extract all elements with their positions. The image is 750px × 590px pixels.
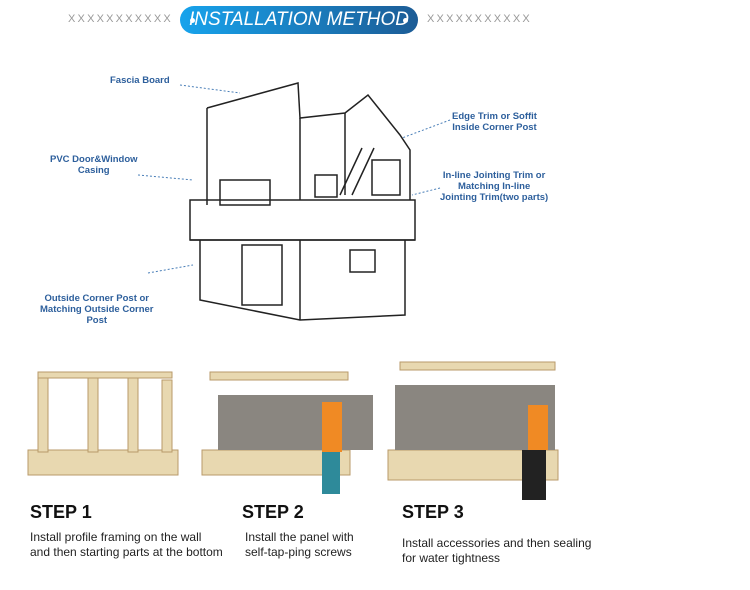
label-fascia-board: Fascia Board [110, 75, 170, 86]
left-decoration: XXXXXXXXXXX [68, 13, 173, 25]
label-inline-jointing-trim: In-line Jointing Trim or Matching In-lin… [440, 170, 549, 203]
label-edge-trim: Edge Trim or Soffit Inside Corner Post [452, 111, 537, 133]
step2-description: Install the panel with self-tap-ping scr… [245, 530, 354, 559]
step3-description: Install accessories and then sealing for… [402, 536, 592, 565]
step2-panel [201, 371, 373, 494]
right-decoration: XXXXXXXXXXX [427, 13, 532, 25]
label-outside-corner-post: Outside Corner Post or Matching Outside … [40, 293, 154, 326]
page-title: INSTALLATION METHOD [189, 9, 409, 30]
step1-title: STEP 1 [30, 502, 92, 522]
step1-description: Install profile framing on the wall and … [30, 530, 223, 559]
step1-framing [27, 371, 179, 476]
label-pvc-casing: PVC Door&Window Casing [50, 154, 138, 176]
step2-title: STEP 2 [242, 502, 304, 522]
title-banner: INSTALLATION METHOD [180, 6, 418, 34]
step3-accessories [387, 361, 559, 500]
step3-title: STEP 3 [402, 502, 464, 522]
